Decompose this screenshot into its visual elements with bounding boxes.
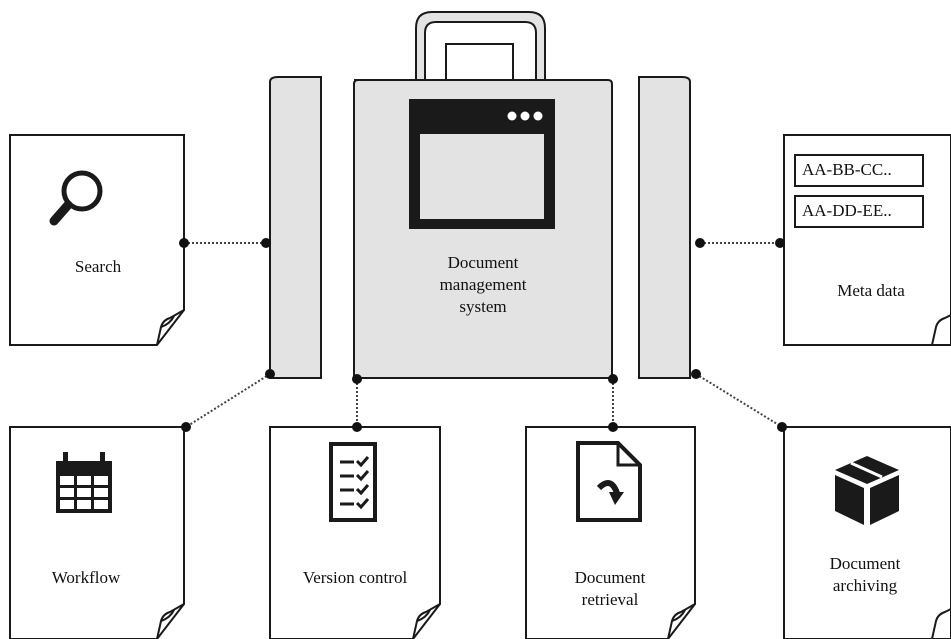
document-archiving-label: Document archiving	[795, 553, 935, 597]
package-box-icon	[835, 456, 899, 525]
document-archiving-label-line2: archiving	[832, 576, 898, 595]
document-retrieval-icon	[576, 441, 642, 522]
meta-tag-box-1	[794, 154, 924, 187]
search-icon	[49, 170, 103, 226]
meta-data-card	[783, 134, 951, 346]
checklist-icon	[329, 442, 377, 522]
search-label: Search	[74, 257, 122, 276]
left-side-panel	[269, 76, 322, 379]
handle-slot	[445, 43, 514, 81]
document-retrieval-label-line1: Document	[574, 568, 646, 587]
search-card	[9, 134, 185, 346]
center-label: Document management system	[410, 252, 556, 318]
document-retrieval-label: Document retrieval	[540, 567, 680, 611]
connector-dots	[179, 238, 787, 432]
page-curl-icons	[156, 309, 951, 639]
meta-tag-2: AA-DD-EE..	[802, 201, 892, 220]
meta-tag-1: AA-BB-CC..	[802, 160, 892, 179]
center-label-line1: Document	[447, 253, 519, 272]
document-archiving-label-line1: Document	[829, 554, 901, 573]
document-retrieval-label-line2: retrieval	[581, 590, 639, 609]
calendar-icon	[56, 452, 112, 513]
document-retrieval-card	[525, 426, 696, 639]
document-archiving-card	[783, 426, 951, 639]
browser-window-icon	[409, 99, 555, 229]
version-control-card	[269, 426, 441, 639]
workflow-card	[9, 426, 185, 639]
meta-tag-box-2	[794, 195, 924, 228]
center-label-line2: management	[439, 275, 527, 294]
center-label-line3: system	[459, 297, 507, 316]
workflow-label: Workflow	[51, 568, 121, 587]
connector-lines	[184, 242, 783, 428]
meta-data-label: Meta data	[837, 281, 905, 300]
right-side-panel	[638, 76, 691, 379]
version-control-label: Version control	[302, 568, 408, 587]
